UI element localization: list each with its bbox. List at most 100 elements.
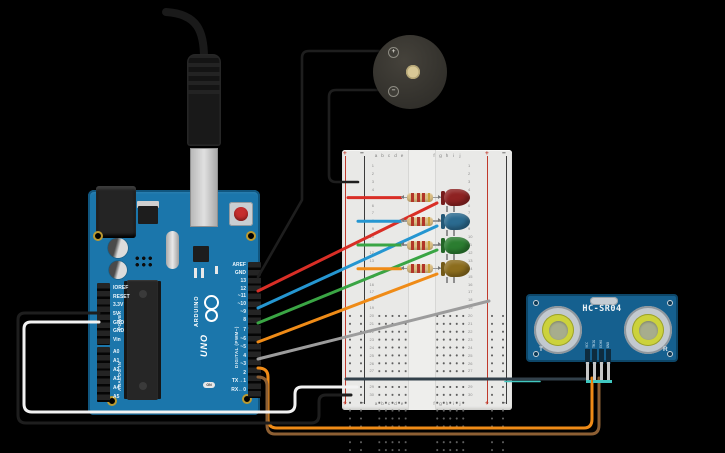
right-rail-holes[interactable]: [500, 312, 505, 453]
sensor-pin-label-echo: ECHO: [598, 339, 603, 348]
pin-label-11: ~11: [237, 293, 246, 300]
row-number-28: 28: [369, 376, 374, 382]
lead-arrow-right: [438, 218, 443, 223]
terminal-holes-ae[interactable]: [375, 312, 409, 453]
resistor-band: [427, 240, 430, 250]
arduino-uno-board[interactable]: ON ARDUINO UNO DIGITAL (PWM~) POWER ANAL…: [88, 148, 261, 415]
pin-leads-teal: [593, 380, 612, 383]
buzzer-positive-terminal[interactable]: +: [388, 46, 399, 58]
resistor-4[interactable]: [400, 264, 442, 274]
resistor-band: [411, 240, 414, 250]
lead-arrow-left: [399, 242, 404, 246]
sensor-pin-echo[interactable]: [600, 362, 603, 382]
transmitter-label: T: [539, 346, 543, 353]
row-number-26: 26: [468, 360, 473, 366]
pin-label-12: 12: [240, 285, 246, 292]
pin-label-a3: A3: [113, 376, 120, 382]
resistor-1[interactable]: [400, 193, 442, 203]
pin-label-rx0: RX←0: [231, 386, 246, 393]
lead-arrow-right: [438, 194, 443, 199]
row-number-12: 12: [468, 249, 473, 255]
row-number-20: 20: [468, 313, 473, 319]
row-number-29: 29: [369, 384, 374, 390]
left-rail-holes[interactable]: [358, 312, 363, 453]
usb-cable-plug[interactable]: [187, 54, 221, 146]
row-number-19: 19: [468, 305, 473, 311]
row-number-10: 10: [468, 234, 473, 240]
row-number-26: 26: [369, 360, 374, 366]
resistor-band: [422, 193, 425, 203]
sensor-pin-label-gnd: GND: [605, 341, 610, 348]
sensor-pin-gnd[interactable]: [607, 362, 610, 382]
buzzer-negative-terminal[interactable]: −: [388, 85, 399, 97]
column-label-i: i: [452, 153, 455, 158]
rail-minus-symbol: −: [360, 400, 364, 407]
row-number-13: 13: [369, 257, 374, 263]
analog-header[interactable]: [97, 347, 110, 402]
ultrasonic-receiver: [624, 306, 672, 354]
led-bulb[interactable]: [443, 212, 470, 230]
led-blue[interactable]: [441, 212, 471, 236]
resistor-body[interactable]: [407, 240, 433, 250]
row-number-25: 25: [369, 352, 374, 358]
pin-label-2: 2: [243, 369, 246, 376]
rx-led: [201, 268, 204, 278]
row-number-16: 16: [369, 281, 374, 287]
led-bulb[interactable]: [443, 260, 470, 278]
pin-label-gnd: GND: [234, 269, 246, 276]
led-flange: [441, 214, 445, 229]
column-label-f: f: [433, 153, 435, 158]
led-leg: [446, 206, 448, 213]
right-rail-holes[interactable]: [489, 312, 494, 453]
breadboard[interactable]: aabbccddeeffgghhiijj11223344556677889910…: [342, 150, 512, 453]
digital-header-bottom[interactable]: [248, 328, 261, 398]
resistor-band: [427, 216, 430, 226]
sensor-pin-base-echo: [599, 349, 604, 364]
resistor-3[interactable]: [400, 240, 442, 250]
resistor-body[interactable]: [407, 216, 433, 226]
rail-minus-symbol: −: [502, 400, 506, 407]
resistor-body[interactable]: [407, 264, 433, 274]
piezo-buzzer[interactable]: + −: [373, 35, 447, 109]
resistor-2[interactable]: [400, 216, 442, 226]
buzzer-center: [406, 65, 420, 79]
terminal-holes-fj[interactable]: [434, 312, 467, 453]
row-number-23: 23: [369, 336, 374, 342]
lead-arrow-left: [399, 194, 404, 199]
left-rail-holes[interactable]: [347, 312, 352, 453]
resistor-body[interactable]: [407, 193, 433, 203]
pin-label-gnd: GND: [113, 328, 125, 335]
row-number-21: 21: [369, 321, 374, 326]
row-number-12: 12: [369, 249, 374, 255]
icsp-header: [134, 255, 154, 268]
row-number-16: 16: [468, 281, 473, 287]
row-number-13: 13: [468, 257, 473, 263]
lead-arrow-left: [399, 265, 404, 270]
digital-header-top[interactable]: [248, 262, 261, 328]
led-yellow[interactable]: [441, 260, 471, 284]
led-bulb[interactable]: [443, 236, 470, 254]
reset-button-cap[interactable]: [234, 207, 248, 221]
row-number-4: 4: [468, 186, 471, 192]
led-green[interactable]: [441, 236, 471, 260]
row-number-9: 9: [468, 226, 471, 232]
usb-cable[interactable]: [162, 8, 208, 62]
led-red[interactable]: [441, 189, 471, 213]
right-rail-negative-line: [506, 156, 508, 404]
power-header[interactable]: [97, 283, 110, 345]
led-leg: [453, 206, 455, 213]
led-flange: [441, 190, 445, 206]
sensor-pin-trig[interactable]: [593, 362, 596, 382]
reset-button[interactable]: [229, 202, 253, 226]
usb-connector: [190, 148, 218, 227]
led-bulb[interactable]: [443, 189, 470, 207]
row-number-11: 11: [369, 242, 374, 247]
column-label-j: j: [459, 401, 461, 406]
resistor-band: [416, 240, 420, 250]
row-number-27: 27: [369, 368, 374, 374]
led-leg: [446, 277, 448, 284]
column-label-e: e: [400, 401, 404, 406]
sensor-pin-vcc[interactable]: [586, 362, 589, 382]
row-number-1: 1: [371, 163, 374, 168]
